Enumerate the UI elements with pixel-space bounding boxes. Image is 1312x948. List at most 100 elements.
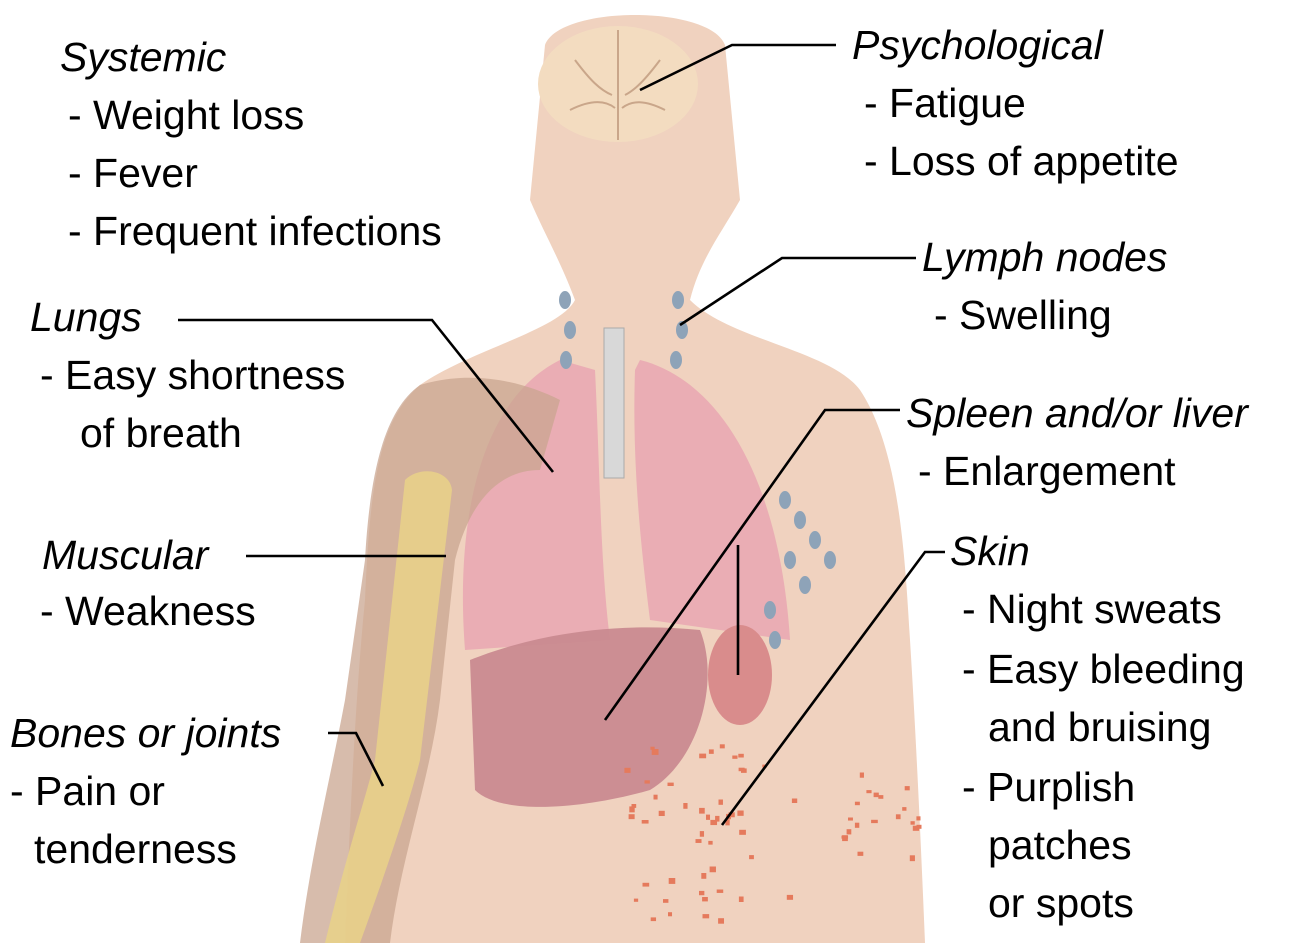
skin-spot — [916, 816, 920, 820]
psych-heading: Psychological — [852, 16, 1103, 74]
skin-spot — [792, 799, 797, 803]
systemic-item: - Fever — [68, 144, 198, 202]
skin-spot — [874, 793, 879, 798]
spleen-item: - Enlargement — [918, 442, 1176, 500]
skin-spot — [717, 890, 724, 893]
skin-spot — [719, 800, 723, 805]
skin-spot — [654, 795, 658, 800]
skin-spot — [878, 795, 883, 799]
lungs-heading: Lungs — [30, 288, 142, 346]
skin-spot — [683, 803, 687, 809]
skin-spot — [787, 895, 793, 900]
skin-spot — [739, 768, 745, 772]
skin-spot — [634, 899, 638, 902]
skin-spot — [855, 823, 859, 828]
lymph-node — [794, 511, 806, 529]
lymph-node — [809, 531, 821, 549]
skin-spot — [911, 821, 915, 824]
skin-spot — [624, 768, 630, 773]
bones-item: - Pain or — [10, 762, 165, 820]
skin-spot — [737, 811, 743, 816]
psych-item: - Loss of appetite — [864, 132, 1179, 190]
skin-spot — [701, 873, 706, 879]
skin-item: and bruising — [988, 698, 1211, 756]
skin-item: or spots — [988, 874, 1134, 932]
skin-spot — [652, 749, 659, 755]
spleen — [708, 625, 772, 725]
lymph-node — [764, 601, 776, 619]
skin-spot — [699, 808, 705, 814]
lymph-heading: Lymph nodes — [922, 228, 1167, 286]
skin-spot — [917, 825, 922, 829]
lymph-node — [672, 291, 684, 309]
skin-item: - Night sweats — [962, 580, 1222, 638]
skin-spot — [905, 786, 910, 790]
skin-spot — [709, 749, 714, 753]
skin-spot — [700, 831, 704, 837]
skin-spot — [642, 820, 649, 824]
lymph-node — [670, 351, 682, 369]
lymph-node — [824, 551, 836, 569]
skin-spot — [668, 783, 674, 786]
skin-spot — [855, 802, 860, 805]
psych-item: - Fatigue — [864, 74, 1026, 132]
skin-spot — [739, 897, 744, 902]
skin-spot — [659, 811, 665, 816]
lymph-item: - Swelling — [934, 286, 1112, 344]
skin-spot — [699, 891, 704, 895]
skin-spot — [710, 867, 716, 873]
skin-spot — [702, 897, 708, 901]
skin-spot — [663, 899, 668, 903]
leader-lymph — [680, 258, 916, 325]
bones-heading: Bones or joints — [10, 704, 281, 762]
skin-spot — [739, 830, 746, 835]
lymph-node — [779, 491, 791, 509]
skin-spot — [866, 790, 871, 793]
lungs-item: of breath — [80, 404, 242, 462]
skin-spot — [629, 806, 634, 812]
skin-spot — [896, 814, 901, 819]
lymph-node — [560, 351, 572, 369]
skin-spot — [860, 773, 864, 778]
lymph-node — [769, 631, 781, 649]
skin-spot — [669, 878, 676, 884]
skin-spot — [650, 747, 654, 750]
skin-spot — [847, 829, 852, 834]
systemic-item: - Weight loss — [68, 86, 304, 144]
skin-spot — [718, 918, 724, 923]
skin-spot — [699, 754, 706, 759]
skin-item: patches — [988, 816, 1132, 874]
skin-spot — [842, 835, 848, 841]
skin-spot — [902, 807, 906, 811]
skin-spot — [720, 744, 725, 748]
skin-spot — [651, 917, 656, 921]
skin-spot — [749, 855, 754, 859]
systemic-heading: Systemic — [60, 28, 226, 86]
skin-spot — [703, 914, 710, 918]
skin-item: - Purplish — [962, 758, 1135, 816]
lymph-node — [564, 321, 576, 339]
bones-item: tenderness — [34, 820, 237, 878]
skin-spot — [910, 855, 915, 861]
trachea — [604, 328, 624, 478]
skin-heading: Skin — [950, 522, 1030, 580]
muscular-heading: Muscular — [42, 526, 208, 584]
lymph-node — [559, 291, 571, 309]
skin-spot — [848, 818, 853, 821]
lymph-node — [784, 551, 796, 569]
skin-spot — [732, 756, 737, 759]
lungs-item: - Easy shortness — [40, 346, 345, 404]
skin-item: - Easy bleeding — [962, 640, 1245, 698]
systemic-item: - Frequent infections — [68, 202, 442, 260]
skin-spot — [629, 814, 635, 819]
skin-spot — [708, 841, 712, 845]
skin-spot — [858, 852, 864, 856]
skin-spot — [738, 754, 743, 758]
skin-spot — [668, 912, 672, 916]
skin-spot — [706, 815, 710, 820]
skin-spot — [645, 780, 650, 783]
muscular-item: - Weakness — [40, 582, 256, 640]
lymph-node — [799, 576, 811, 594]
skin-spot — [643, 883, 650, 887]
